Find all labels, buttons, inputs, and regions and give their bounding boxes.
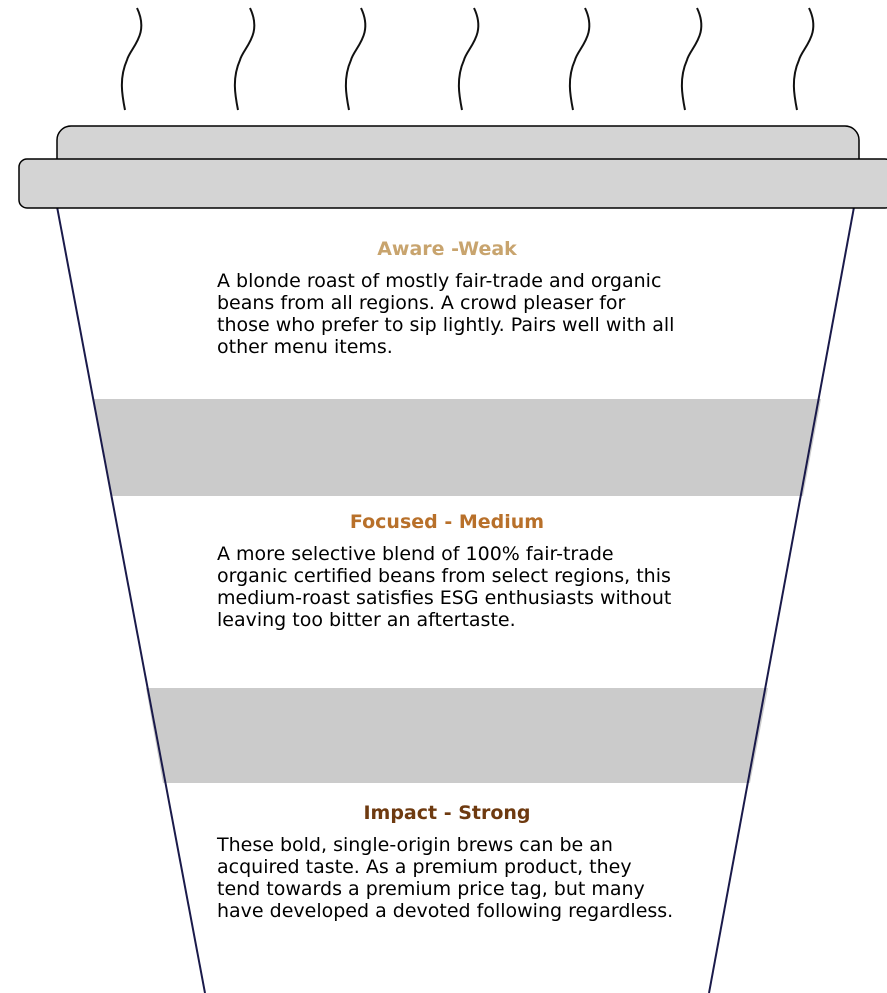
steam-line bbox=[235, 8, 254, 110]
steam-line bbox=[682, 8, 701, 110]
tier-title: Focused - Medium bbox=[217, 511, 677, 533]
steam-line bbox=[459, 8, 478, 110]
tier-weak: Aware -Weak A blonde roast of mostly fai… bbox=[217, 238, 677, 358]
lid-rim bbox=[19, 159, 887, 208]
tier-description: These bold, single-origin brews can be a… bbox=[217, 834, 677, 922]
tier-description: A blonde roast of mostly fair-trade and … bbox=[217, 270, 677, 358]
tier-strong: Impact - Strong These bold, single-origi… bbox=[217, 802, 677, 922]
steam-lines bbox=[122, 8, 813, 110]
tier-title: Aware -Weak bbox=[217, 238, 677, 260]
steam-line bbox=[346, 8, 365, 110]
steam-line bbox=[794, 8, 813, 110]
tier-description: A more selective blend of 100% fair-trad… bbox=[217, 543, 677, 631]
cup-band-1 bbox=[93, 399, 821, 496]
cup-band-2 bbox=[146, 688, 768, 783]
steam-line bbox=[122, 8, 141, 110]
tier-title: Impact - Strong bbox=[217, 802, 677, 824]
steam-line bbox=[570, 8, 589, 110]
tier-medium: Focused - Medium A more selective blend … bbox=[217, 511, 677, 631]
